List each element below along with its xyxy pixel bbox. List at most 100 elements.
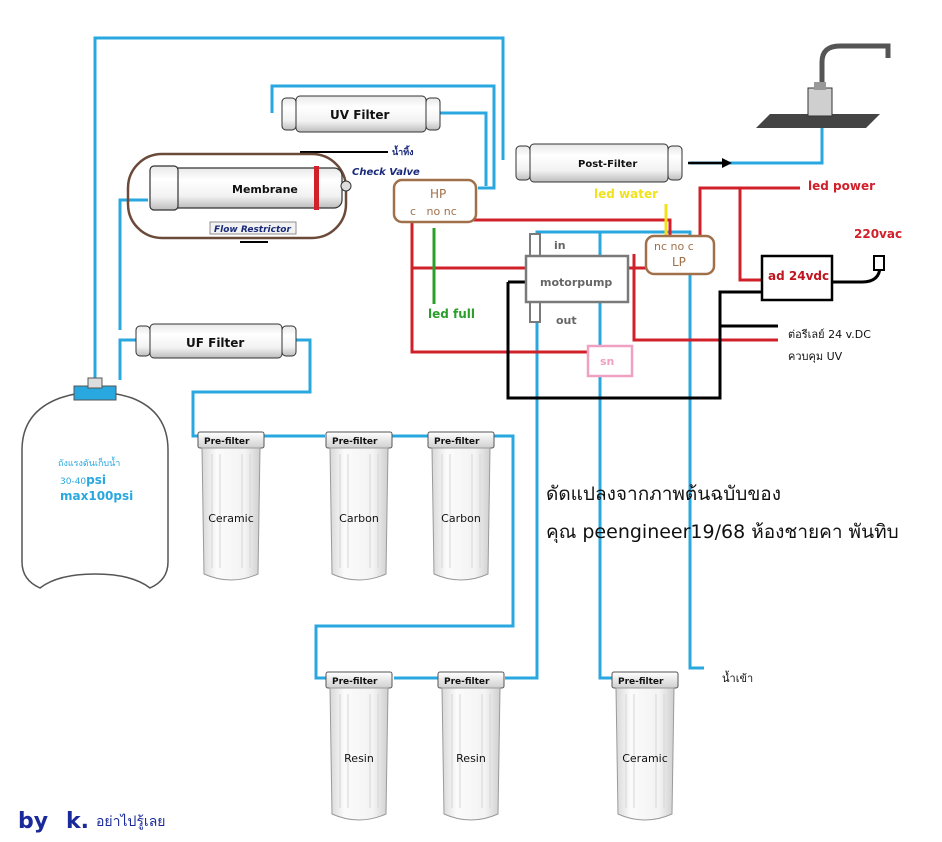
lp-switch-title: LP (672, 255, 686, 269)
uv-filter: UV Filter (281, 95, 441, 133)
cartridge-media-label: Carbon (339, 512, 379, 525)
tank-label-1: ถังแรงดันเก็บน้ำ (58, 456, 120, 469)
relay-label-1: ต่อรีเลย์ 24 v.DC (788, 328, 871, 341)
cartridge-housing (329, 447, 389, 581)
membrane-label: Membrane (232, 183, 298, 196)
power-line-ad (738, 188, 768, 282)
water-line-faucet (690, 125, 824, 165)
water-line-inlet (598, 230, 704, 680)
uf-filter-end-left (135, 325, 151, 357)
water-line-row1-down (314, 434, 515, 680)
check-valve-icon (340, 180, 352, 192)
faucet-handle (814, 82, 826, 90)
signature: by k. อย่าไปรู้เลย (18, 809, 166, 834)
flow-restrictor-body (209, 221, 297, 235)
pump-out-label: out (556, 314, 577, 327)
lp-switch-box (644, 234, 716, 276)
power-line-hp-nc (454, 214, 672, 240)
post-filter-arrowhead (722, 158, 732, 168)
cartridge-cap-label: Pre-filter (434, 437, 480, 447)
flow-restrictor-label: Flow Restrictor (214, 225, 291, 235)
drain-label: น้ำทิ้ง (392, 145, 414, 158)
led-power-label: led power (808, 179, 875, 193)
hp-switch: HP c no nc (392, 178, 478, 224)
sensor: sn (586, 344, 634, 378)
sensor-label: sn (600, 355, 614, 368)
cartridge-housing (441, 687, 501, 821)
power-adapter: ad 24vdc (760, 254, 885, 302)
water-inlet-label: น้ำเข้า (722, 670, 753, 685)
faucet-spout (819, 43, 891, 90)
power-adapter-label: ad 24vdc (768, 269, 829, 283)
membrane-assembly: Membrane Check Valve น้ำทิ้ง Flow Restri… (126, 145, 420, 243)
cartridge-housing (329, 687, 389, 821)
signature-k: k. (66, 809, 89, 834)
motor-pump-label: motorpump (540, 276, 612, 289)
power-line-hp-c (410, 222, 588, 354)
pump-in-label: in (554, 239, 566, 252)
led-water-label: led water (594, 187, 658, 201)
cartridge-cap-label: Pre-filter (332, 437, 378, 447)
pressure-tank-body (21, 391, 169, 589)
cartridge-cap-label: Pre-filter (444, 677, 490, 687)
cartridge-cap-label: Pre-filter (332, 677, 378, 687)
cartridge-housing (431, 447, 491, 581)
tank-label-3: max100psi (60, 489, 133, 503)
tank-label-2: 30-40psi (60, 473, 106, 487)
water-lines (93, 36, 824, 680)
pump-inlet-port (529, 233, 541, 257)
pump-outlet-port (529, 301, 541, 323)
pressure-tank: ถังแรงดันเก็บน้ำ 30-40psi max100psi (21, 377, 169, 589)
water-line-uv-loop (270, 84, 496, 190)
faucet-counter (756, 114, 880, 128)
uv-filter-end-right (425, 97, 441, 131)
uv-filter-label: UV Filter (330, 108, 390, 122)
power-line-relay (632, 254, 778, 342)
water-line-row2-up (505, 322, 539, 680)
uf-filter-label: UF Filter (186, 336, 244, 350)
post-filter-end-left (515, 145, 531, 181)
membrane-cap (149, 165, 179, 211)
water-line-pump-in (535, 230, 600, 258)
membrane-loop (126, 152, 348, 240)
signature-by: by (18, 809, 48, 834)
cartridge-cap-label: Pre-filter (618, 677, 664, 687)
tank-valve-top (87, 377, 103, 389)
post-filter: Post-Filter (515, 143, 732, 183)
cartridge-media-label: Ceramic (622, 752, 668, 765)
power-adapter-box (760, 254, 834, 302)
water-line-tank-top (93, 36, 505, 380)
cartridge-housing (201, 447, 261, 581)
relay-label-2: ควบคุม UV (788, 350, 843, 363)
sensor-box (586, 344, 634, 378)
hp-switch-contacts: c no nc (410, 205, 457, 218)
uf-filter-end-right (281, 325, 297, 357)
vac-label: 220vac (854, 227, 902, 241)
cartridge-media-label: Resin (344, 752, 374, 765)
lp-switch: nc no c LP (644, 234, 716, 276)
lp-switch-contacts: nc no c (654, 240, 694, 253)
ground-line-vac (832, 265, 882, 284)
motor-pump-box (524, 254, 630, 304)
faucet-base (807, 87, 833, 117)
uv-filter-end-left (281, 97, 297, 131)
cartridge-housing (615, 687, 675, 821)
hp-switch-title: HP (430, 187, 446, 201)
cartridge-media-label: Resin (456, 752, 486, 765)
water-line-uv-return (440, 111, 488, 186)
hp-switch-box (392, 178, 478, 224)
faucet (756, 43, 891, 128)
power-line-lp-power (698, 186, 800, 244)
cartridge-cap-label: Pre-filter (204, 437, 250, 447)
cartridge-media-label: Ceramic (208, 512, 254, 525)
water-line-uf-left (118, 338, 136, 380)
membrane-band (314, 166, 319, 210)
check-valve-label: Check Valve (352, 167, 420, 178)
uf-filter: UF Filter (135, 323, 297, 359)
plug-icon (873, 255, 885, 271)
post-filter-label: Post-Filter (578, 159, 637, 170)
